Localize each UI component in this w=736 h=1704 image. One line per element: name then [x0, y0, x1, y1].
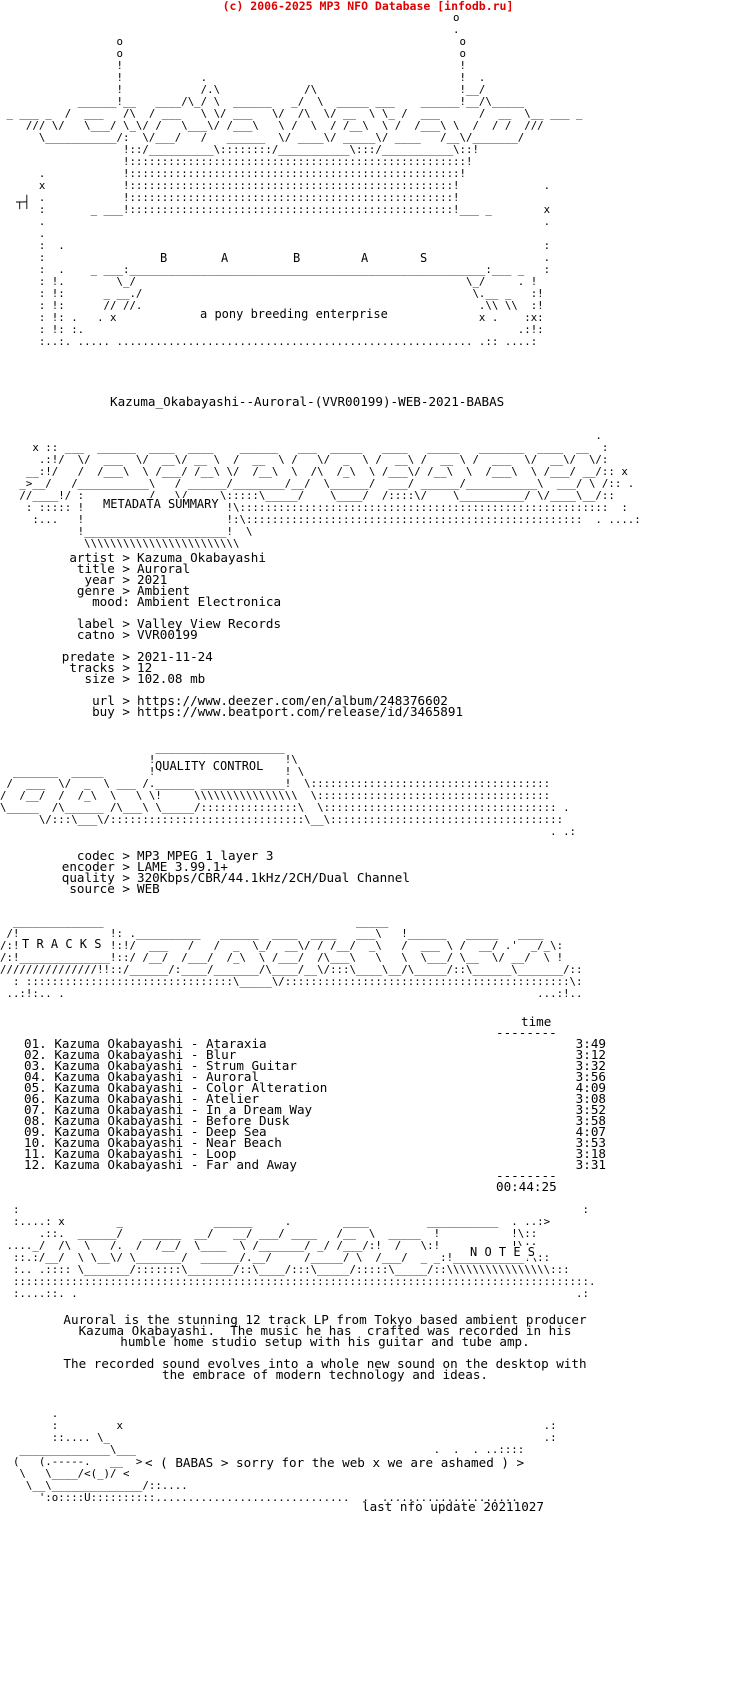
quality-banner-art: ____________________ ! !\ _______ _____ … [0, 742, 577, 838]
quality-row-codec: codec >MP3 MPEG 1 layer 3 [76, 848, 274, 863]
meta-row-size: size >102.08 mb [84, 671, 206, 686]
time-column-header: time [521, 1014, 552, 1029]
logo-letter-a2: A [361, 251, 369, 265]
logo-letter-b1: B [160, 251, 168, 265]
footer-ascii-art: . : x .: ::.... \_ .: ______________\___ [12, 1408, 557, 1504]
total-time: 00:44:25 [496, 1179, 557, 1194]
last-update: last nfo update 20211027 [362, 1499, 544, 1514]
notes-line: humble home studio setup with his guitar… [120, 1334, 530, 1349]
metadata-section-title: METADATA SUMMARY [103, 497, 219, 511]
logo-letter-b2: B [293, 251, 301, 265]
meta-row-title: title >Auroral [76, 561, 191, 576]
meta-row-url: url >https://www.deezer.com/en/album/248… [92, 693, 448, 708]
meta-row-artist: artist >Kazuma Okabayashi [69, 550, 266, 565]
corner-glyph-icon: ┬┤ [16, 195, 31, 209]
tracks-section-title: T R A C K S [22, 937, 102, 951]
quality-row-quality: quality >320Kbps/CBR/44.1kHz/2CH/Dual Ch… [61, 870, 410, 885]
quality-row-source: source >WEB [69, 881, 160, 896]
logo-tagline: a pony breeding enterprise [200, 307, 388, 321]
track-row: 05. Kazuma Okabayashi - Color Alteration… [24, 1080, 606, 1095]
notes-line: the embrace of modern technology and ide… [161, 1367, 489, 1382]
logo-ascii-art: o . o o o [6, 12, 583, 348]
notes-line: Auroral is the stunning 12 track LP from… [63, 1312, 587, 1327]
release-name: Kazuma_Okabayashi--Auroral-(VVR00199)-WE… [110, 394, 505, 409]
meta-row-label: label >Valley View Records [76, 616, 282, 631]
meta-row-year: year >2021 [84, 572, 168, 587]
quality-row-encoder: encoder >LAME 3.99.1+ [61, 859, 228, 874]
tracks-banner-art: ______________ _____ /! !: .__________ _… [0, 916, 583, 1000]
site-header: (c) 2006-2025 MP3 NFO Database [infodb.r… [222, 0, 514, 13]
notes-line: Kazuma Okabayashi. The music he has craf… [78, 1323, 572, 1338]
notes-section-title: N O T E S [470, 1245, 536, 1259]
time-header-rule: -------- [496, 1025, 557, 1040]
meta-row-predate: predate >2021-11-24 [61, 649, 213, 664]
meta-row-buy: buy >https://www.beatport.com/release/id… [92, 704, 464, 719]
meta-row-catno: catno >VVR00199 [76, 627, 198, 642]
notes-banner-art: : : :....: x _ ______ . ____ ___________… [6, 1204, 596, 1300]
total-rule: -------- [496, 1168, 557, 1183]
logo-letter-s: S [420, 251, 428, 265]
notes-line: The recorded sound evolves into a whole … [63, 1356, 587, 1371]
meta-row-genre: genre >Ambient [76, 583, 191, 598]
quality-section-title: QUALITY CONTROL [155, 759, 264, 773]
meta-row-tracks: tracks >12 [69, 660, 153, 675]
metadata-banner-art: . x :: ___ ______ ____ ____ ______ ___ _… [19, 430, 641, 550]
logo-letter-a1: A [221, 251, 229, 265]
meta-row-mood: mood:Ambient Electronica [92, 594, 282, 609]
footer-message: < ( BABAS > sorry for the web x we are a… [145, 1455, 525, 1470]
